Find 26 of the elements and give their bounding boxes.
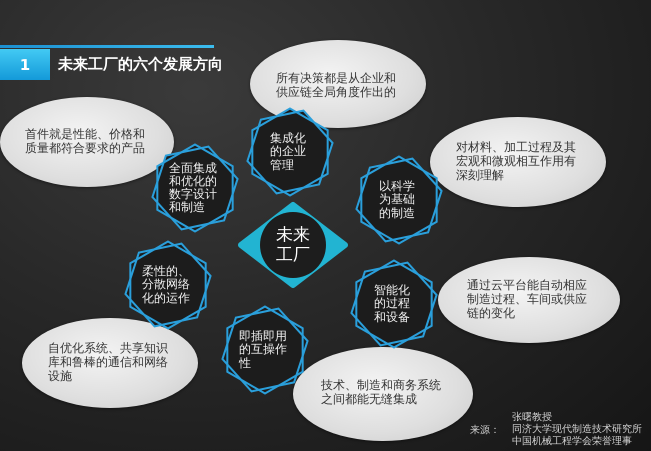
description-text: 通过云平台能自动相应制造过程、车间或供应链的变化 xyxy=(467,279,588,321)
source-text: 张曙教授 xyxy=(512,412,553,424)
star-frame xyxy=(354,154,444,246)
direction-label: 柔性的、分散网络化的运作 xyxy=(142,265,191,305)
source-text: 中国机械工程学会荣誉理事 xyxy=(512,436,633,448)
source-label: 来源： xyxy=(470,425,500,437)
star-frame xyxy=(123,239,213,331)
description-text: 自优化系统、共享知识库和鲁棒的通信和网络设施 xyxy=(48,342,169,384)
star-frame xyxy=(349,258,439,350)
direction-label: 智能化的过程和设备 xyxy=(374,284,411,324)
description-text: 技术、制造和商务系统之间都能无缝集成 xyxy=(321,379,442,407)
star-frame xyxy=(245,106,335,198)
description-text: 对材料、加工过程及其宏观和微观相互作用有深刻理解 xyxy=(456,141,577,183)
direction-label: 即插即用的互操作性 xyxy=(239,330,288,370)
source-text: 同济大学现代制造技术研究所 xyxy=(512,424,642,436)
direction-label: 全面集成和优化的数字设计和制造 xyxy=(169,162,218,214)
center-diamond xyxy=(238,202,348,288)
description-text: 首件就是性能、价格和质量都符合要求的产品 xyxy=(25,128,146,156)
star-frame xyxy=(150,142,240,234)
section-title: 未来工厂的六个发展方向 xyxy=(58,54,223,74)
center-label: 未来工厂 xyxy=(275,224,311,266)
description-text: 所有决策都是从企业和供应链全局角度作出的 xyxy=(276,72,397,100)
section-number-tab: 1 xyxy=(0,49,50,80)
direction-label: 集成化的企业管理 xyxy=(270,132,307,172)
star-frame xyxy=(220,304,310,396)
direction-label: 以科学为基础的制造 xyxy=(379,180,416,220)
